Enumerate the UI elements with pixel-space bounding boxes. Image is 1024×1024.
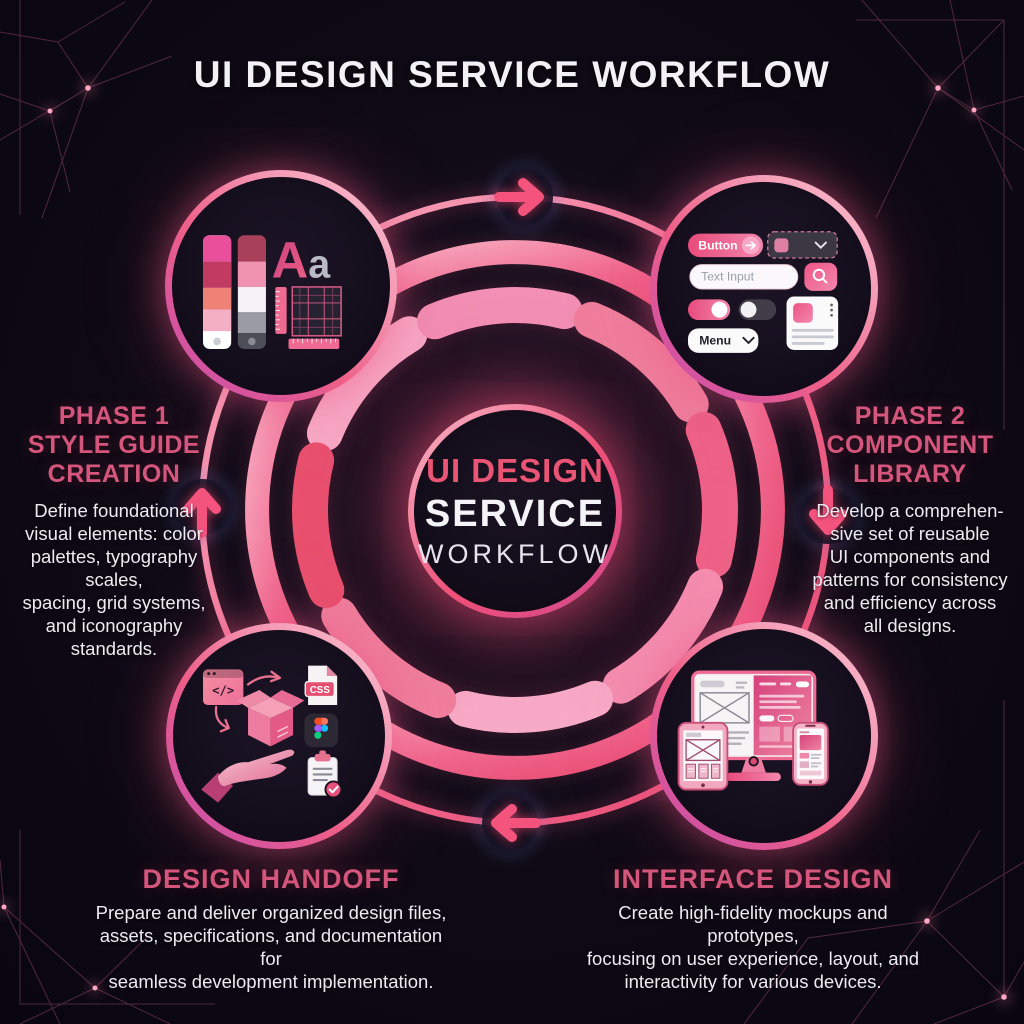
segmented-ring xyxy=(292,287,738,733)
hand-icon xyxy=(201,749,295,803)
phase-1-heading: PHASE 1 STYLE GUIDE CREATION xyxy=(27,402,201,488)
check-icon xyxy=(328,785,339,794)
search-button xyxy=(804,262,838,291)
design-handoff-heading: DESIGN HANDOFF xyxy=(142,864,400,894)
dropdown-placeholder-component xyxy=(767,231,838,259)
button-label: Button xyxy=(698,239,737,253)
menu-dropdown-component: Menu xyxy=(687,328,759,353)
typography-letter-large: A xyxy=(272,232,309,289)
figma-icon xyxy=(304,713,339,748)
package-box-icon xyxy=(236,690,305,747)
flow-arrow-right-icon xyxy=(794,482,862,550)
horizontal-ruler-icon xyxy=(288,338,340,349)
toggle-on-component xyxy=(687,299,731,320)
typography-letter-small: a xyxy=(308,243,331,287)
toggle-off-component xyxy=(738,299,777,320)
typography-sample-icon: A a xyxy=(272,232,332,289)
menu-label: Menu xyxy=(699,333,731,347)
design-handoff-description: Prepare and deliver organized design fil… xyxy=(95,902,447,992)
card-component xyxy=(786,296,839,351)
phase-2-heading: PHASE 2 COMPONENT LIBRARY xyxy=(826,402,994,488)
curved-arrow-down-icon xyxy=(214,705,230,733)
flow-arrow-bottom-icon xyxy=(476,789,544,857)
css-label: CSS xyxy=(310,685,331,696)
design-handoff-text-block: DESIGN HANDOFF Prepare and deliver organ… xyxy=(94,864,448,994)
search-icon xyxy=(812,268,828,284)
design-handoff-icons: </> CSS xyxy=(201,665,343,803)
kebab-menu-icon xyxy=(830,303,833,317)
vertical-ruler-icon xyxy=(275,286,287,334)
component-library-node: Button Text Input xyxy=(650,175,878,403)
phase-1-text-block: PHASE 1 STYLE GUIDE CREATION Define foun… xyxy=(6,402,222,661)
constellation-dots xyxy=(0,81,1011,1004)
design-handoff-node: </> CSS xyxy=(166,623,392,849)
flow-arrow-left-icon xyxy=(168,473,236,541)
center-title-line3: WORKFLOW xyxy=(418,539,612,569)
interface-design-icons xyxy=(677,670,829,791)
tablet-icon xyxy=(677,721,729,791)
clipboard-check-icon xyxy=(307,750,343,799)
chevron-down-icon xyxy=(814,241,827,250)
center-title-line1: UI DESIGN xyxy=(426,452,604,489)
css-file-icon: CSS xyxy=(304,665,338,706)
interface-design-heading: INTERFACE DESIGN xyxy=(612,864,894,894)
chevron-down-icon xyxy=(742,336,755,345)
curved-arrow-right-icon xyxy=(246,670,282,686)
phase-2-description: Develop a comprehen- sive set of reusabl… xyxy=(812,500,1008,636)
phone-icon xyxy=(792,721,829,786)
color-swatch-strip-2-icon xyxy=(237,235,266,349)
code-glyph: </> xyxy=(212,684,234,698)
page-title: UI DESIGN SERVICE WORKFLOW xyxy=(193,54,831,95)
phase-2-text-block: PHASE 2 COMPONENT LIBRARY Develop a comp… xyxy=(802,402,1018,638)
code-window-icon: </> xyxy=(203,669,244,706)
center-title-line2: SERVICE xyxy=(424,493,606,535)
color-swatch-strip-1-icon xyxy=(203,235,232,349)
button-component: Button xyxy=(687,233,764,258)
interface-design-description: Create high-fidelity mockups and prototy… xyxy=(586,902,920,992)
phase-1-description: Define foundational visual elements: col… xyxy=(22,500,206,659)
text-input-component: Text Input xyxy=(689,264,799,290)
arrow-right-icon xyxy=(745,241,756,250)
flow-arrow-top-icon xyxy=(491,163,559,231)
style-guide-icons: A a xyxy=(203,232,342,349)
text-input-placeholder: Text Input xyxy=(701,270,754,284)
component-library-icons: Button Text Input xyxy=(687,231,839,353)
style-guide-node: A a xyxy=(165,170,397,402)
interface-design-node xyxy=(650,622,878,850)
center-badge: UI DESIGN SERVICE WORKFLOW xyxy=(408,404,622,618)
grid-system-icon xyxy=(291,286,342,337)
interface-design-text-block: INTERFACE DESIGN Create high-fidelity mo… xyxy=(572,864,934,994)
